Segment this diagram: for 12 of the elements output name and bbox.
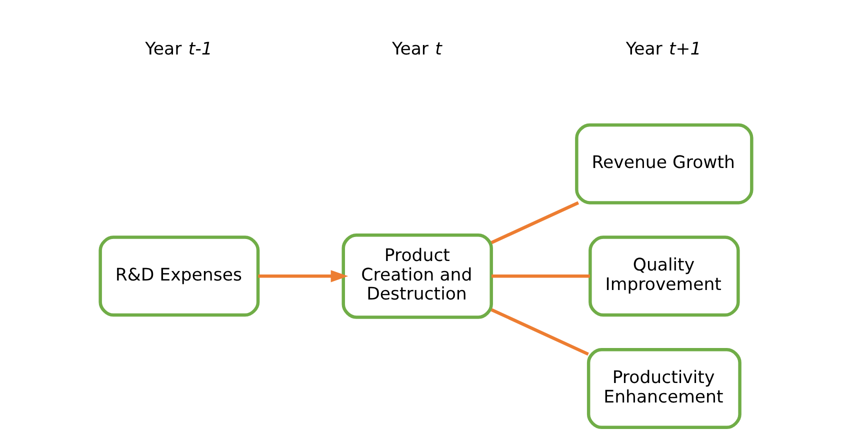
node-box: R&D Expenses — [98, 236, 260, 317]
connector — [492, 274, 590, 278]
node-box: Revenue Growth — [575, 123, 754, 204]
node-box: Product Creation and Destruction — [342, 234, 493, 319]
label: Year t — [392, 40, 442, 60]
connector — [490, 308, 589, 356]
connector — [490, 201, 580, 244]
arrow — [258, 270, 348, 282]
node-box: Quality Improvement — [588, 236, 740, 317]
label: Year t-1 — [145, 40, 212, 60]
label: Year t+1 — [626, 40, 702, 60]
node-box: Productivity Enhancement — [586, 348, 742, 430]
